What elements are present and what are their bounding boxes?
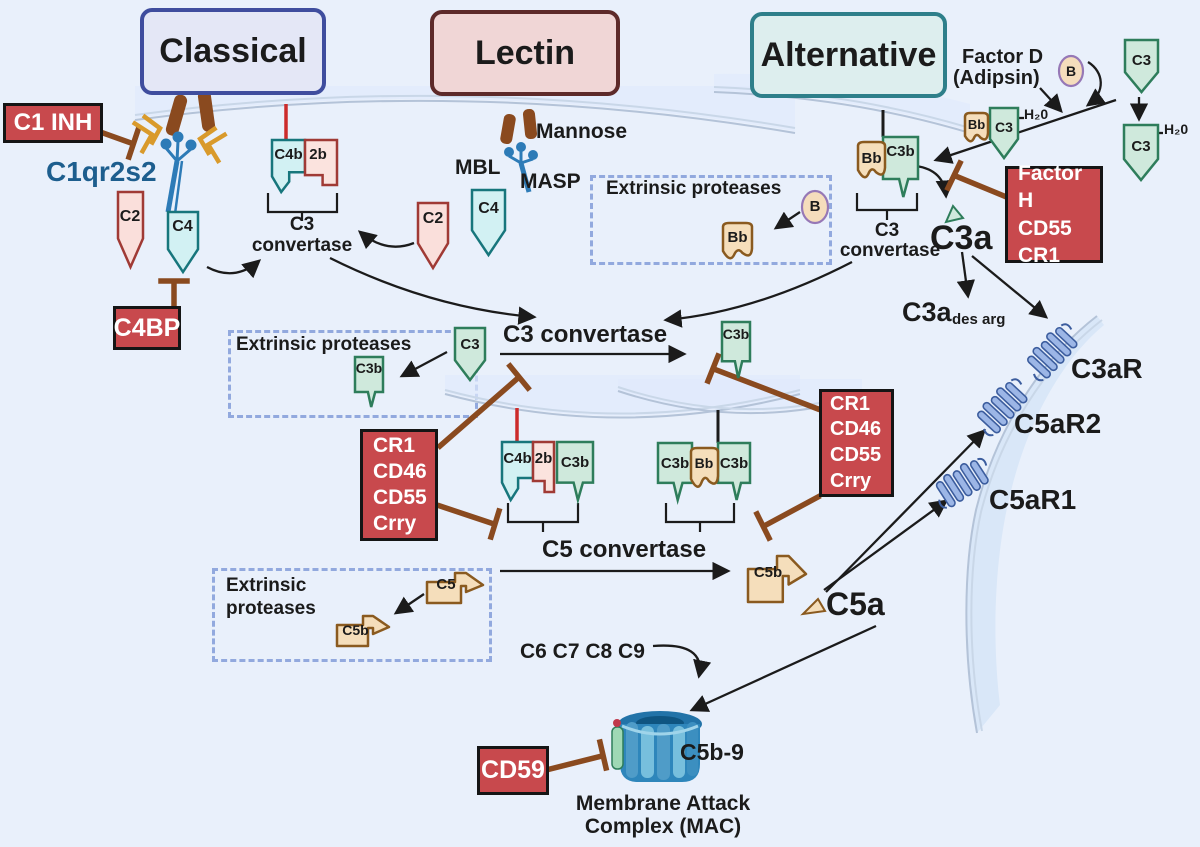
factor-b-oval-top [1057, 54, 1085, 88]
c3ar-label: C3aR [1071, 353, 1143, 384]
masp-label: MASP [520, 170, 581, 193]
c3b-badges [353, 135, 920, 505]
c2-badge-label: C2 [119, 208, 141, 225]
bb-badge-label: Bb [861, 150, 882, 167]
c4-badge-label: C4 [172, 218, 193, 235]
cell-membrane-middle [444, 375, 863, 419]
inhibitor-t-lines [99, 126, 1008, 773]
regulator-line: Crry [373, 512, 417, 536]
c3-badge-label: C3 [460, 336, 480, 353]
h2o-label-right: H₂0 [1164, 121, 1189, 137]
protein-shields [116, 38, 1160, 383]
cd59-box: CD59 [477, 746, 549, 795]
classical-pathway-header: Classical [140, 8, 326, 95]
c3a-fragment [944, 204, 965, 224]
mac-label-l2: Complex (MAC) [584, 815, 742, 838]
regulator-line: CD46 [830, 418, 882, 441]
extrinsic-proteases-label-top: Extrinsic proteases [606, 178, 782, 199]
regulator-line: CD46 [373, 459, 427, 483]
mac-label-l1: Membrane Attack [575, 792, 751, 815]
c4-badge-label: C4 [478, 200, 499, 217]
alternative-pathway-header: Alternative [750, 12, 947, 98]
mannose-label: Mannose [536, 120, 628, 143]
c4b-badge-label: C4b [274, 146, 303, 163]
factor-h-line: CD55 [1018, 216, 1072, 240]
c2-badge-label: C2 [422, 210, 444, 227]
c5ar2-label: C5aR2 [1014, 408, 1102, 439]
regulator-line: CD55 [373, 486, 427, 509]
flow-arrows [206, 61, 1163, 712]
extrinsic-proteases-box-bottom [212, 568, 492, 662]
factor-d-label-l2: (Adipsin) [953, 67, 1040, 89]
c3b-badge-label: C3b [719, 455, 749, 472]
mbl-masp-icon [500, 108, 538, 193]
c5ar1-label: C5aR1 [989, 484, 1077, 515]
c5a-fragment [800, 597, 827, 616]
c3-convertase-classical-l1: C3 [289, 214, 315, 235]
c3-badge-label: C3 [1131, 52, 1152, 69]
regulator-line: CD55 [830, 444, 882, 466]
c5b-badge-label: C5b [753, 564, 783, 581]
2b-badge-label: 2b [309, 146, 327, 163]
c3-badge-label: C3 [1131, 138, 1151, 155]
c4b-badge-label: C4b [503, 450, 532, 467]
bb-badge-label: Bb [694, 455, 714, 471]
regulator-line: CR1 [830, 392, 871, 415]
bb-badge-label: Bb [967, 117, 986, 132]
c5-tags [335, 554, 808, 648]
regulator-line: Crry [830, 469, 872, 492]
c3b-badge-label: C3b [722, 326, 750, 342]
c5-convertase-label: C5 convertase [542, 536, 707, 563]
bb-blobs [689, 111, 990, 488]
b-badge-label: B [809, 198, 821, 215]
factor-h-line: Factor H [1018, 161, 1083, 213]
extrinsic-proteases-box-top [590, 175, 832, 265]
c3-convertase-alt-l2: convertase [839, 240, 941, 261]
factor-h-line: CR1 [1018, 243, 1061, 267]
c3b-badge-label: C3b [560, 454, 590, 471]
c3b-badge-label: C3b [660, 455, 690, 472]
convertase-brackets [266, 193, 919, 532]
c3-badge-label: C3 [995, 119, 1013, 135]
c3a-des-arg-sub: des arg [952, 311, 1006, 328]
factor-b-oval [800, 189, 830, 225]
c3b-badge-label: C3b [886, 143, 915, 160]
c3b-badge-label: C3b [355, 360, 383, 376]
extrinsic-label-bottom: Extrinsic [226, 575, 307, 596]
c5b-9-label: C5b-9 [680, 739, 744, 765]
c5a-label: C5a [826, 586, 885, 622]
h2o-label-mid: H₂0 [1024, 106, 1049, 122]
c3a-label: C3a [930, 219, 993, 257]
regulators-right-box: CR1 CD46 CD55 Crry [819, 389, 894, 497]
bb-badge-label: Bb [727, 229, 748, 246]
b-badge-label: B [1065, 63, 1077, 79]
c3-convertase-central-label: C3 convertase [503, 321, 668, 348]
mac-pore-icon [611, 711, 702, 782]
factor-d-label-l1: Factor D [962, 46, 1044, 68]
mbl-label: MBL [455, 156, 501, 179]
c1qr2s2-label: C1qr2s2 [46, 156, 157, 187]
c5-badge-label: C5 [436, 576, 456, 593]
c1-complex-icon [131, 90, 228, 215]
c3-convertase-classical-l2: convertase [251, 235, 353, 256]
extrinsic-proteases-label-middle: Extrinsic proteases [236, 334, 412, 355]
c1-inh-box: C1 INH [3, 103, 103, 143]
c4bp-box: C4BP [113, 306, 181, 350]
extrinsic-proteases-box-middle [228, 330, 478, 418]
lectin-pathway-header: Lectin [430, 10, 620, 96]
c4b-2b-badges [270, 138, 556, 503]
c3-convertase-alt-l1: C3 [874, 220, 900, 241]
proteases-label-bottom: proteases [226, 598, 316, 619]
c5b-badge-label: C5b [342, 622, 369, 638]
factor-h-box: Factor H CD55 CR1 [1005, 162, 1103, 267]
regulators-left-box: CR1 CD46 CD55 Crry [360, 429, 438, 541]
c6-c7-c8-c9-label: C6 C7 C8 C9 [520, 640, 645, 663]
regulator-line: CR1 [373, 433, 416, 457]
2b-badge-label: 2b [534, 450, 553, 467]
c3a-des-arg-base: C3a [902, 297, 952, 327]
